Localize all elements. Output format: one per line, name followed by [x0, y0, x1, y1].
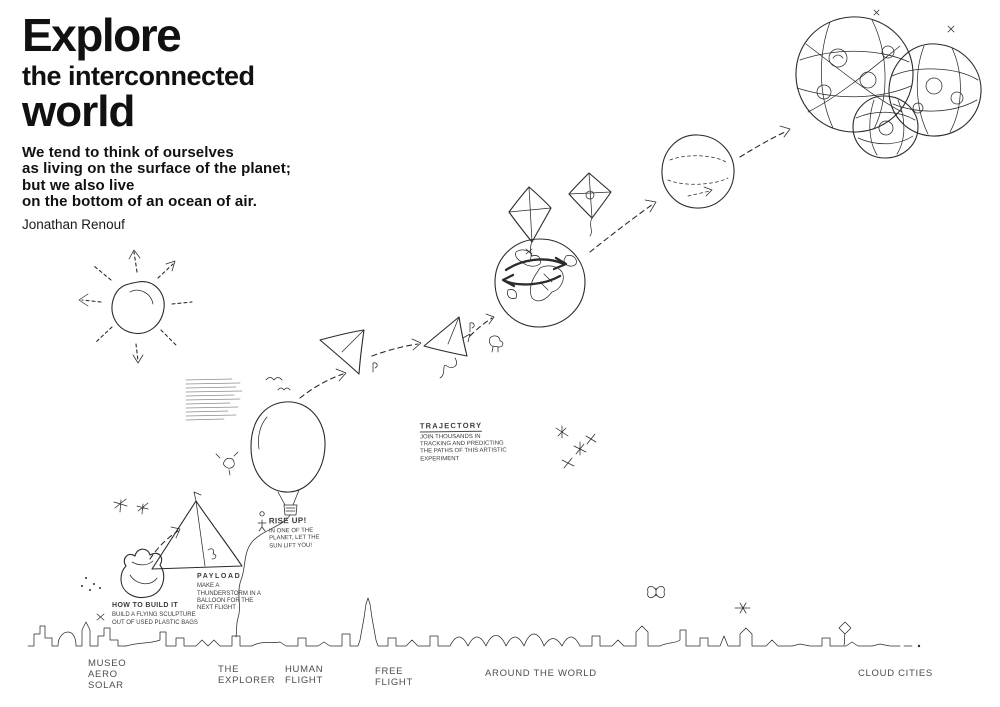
globe-sketch: [489, 238, 586, 353]
annotation-how-to-build: HOW TO BUILD IT BUILD A FLYING SCULPTURE…: [112, 602, 198, 627]
timeline-label-line: FLIGHT: [375, 677, 413, 689]
poster-title-line-3: world: [22, 87, 135, 137]
city-skyline-sketch: [27, 597, 921, 648]
poster-title-line-2: the interconnected: [22, 60, 255, 91]
timeline-label-line: AERO: [88, 669, 118, 681]
timeline-label-around-the-world: AROUND THE WORLD: [485, 668, 597, 679]
author-credit: Jonathan Renouf: [22, 217, 125, 232]
quote-line: We tend to think of ourselves: [22, 144, 234, 162]
annotation-rise-up-title: RISE UP!: [268, 515, 307, 526]
tetrahedron-kite-sketch: [151, 491, 243, 570]
timeline-label-line: THE: [218, 664, 240, 675]
annotation-payload: PAYLOAD MAKE A THUNDERSTORM IN A BALLOON…: [197, 573, 261, 612]
dashed-flight-path-arrows: [149, 125, 791, 560]
annotation-payload-body: MAKE A THUNDERSTORM IN A BALLOON FOR THE…: [197, 583, 261, 611]
timeline-label-museo-aero-solar: MUSEO AERO SOLAR: [88, 658, 126, 692]
timeline-label-line: AROUND THE WORLD: [485, 668, 597, 679]
intro-quote: We tend to think of ourselves as living …: [22, 145, 291, 210]
timeline-label-line: MUSEO: [88, 658, 127, 669]
timeline-label-cloud-cities: CLOUD CITIES: [858, 668, 933, 679]
poster-title-line-1: Explore: [22, 9, 182, 61]
timeline-label-line: FREE: [375, 666, 404, 677]
plastic-bag-sculpture-sketch: [120, 548, 165, 598]
annotation-trajectory: TRAJECTORY JOIN THOUSANDS IN TRACKING AN…: [419, 420, 508, 464]
balloon-sketch: [235, 401, 326, 638]
timeline-label-line: CLOUD CITIES: [858, 668, 933, 679]
small-doodles: [81, 322, 852, 646]
annotation-rise-up: RISE UP! IN ONE OF THE PLANET, LET THE S…: [269, 516, 326, 551]
quote-line: but we also live: [22, 176, 135, 194]
quote-line: on the bottom of an ocean of air.: [22, 192, 257, 210]
moon-sketch: [661, 134, 735, 209]
timeline-label-human-flight: HUMAN FLIGHT: [285, 664, 323, 686]
annotation-how-to-build-body: BUILD A FLYING SCULPTURE OUT OF USED PLA…: [112, 612, 198, 626]
illegible-handwritten-note: [185, 378, 243, 421]
paper-plane-sketch-2: [423, 316, 471, 379]
timeline-label-line: FLIGHT: [285, 675, 323, 687]
cloud-cities-sketch: [795, 9, 982, 159]
paper-plane-sketch-1: [319, 329, 365, 375]
quote-line: as living on the surface of the planet;: [22, 160, 291, 178]
title-block: Explore the interconnected world We tend…: [22, 12, 291, 232]
annotation-trajectory-title: TRAJECTORY: [419, 420, 483, 433]
timeline-label-free-flight: FREE FLIGHT: [375, 666, 413, 688]
timeline-label-line: EXPLORER: [218, 675, 276, 687]
annotation-payload-title: PAYLOAD: [197, 573, 242, 580]
sun-icon: [78, 249, 193, 364]
timeline-label-line: HUMAN: [285, 664, 324, 675]
timeline-label-the-explorer: THE EXPLORER: [218, 664, 275, 686]
annotation-trajectory-body: JOIN THOUSANDS IN TRACKING AND PREDICTIN…: [419, 433, 507, 463]
kite-icon-2: [568, 172, 612, 237]
annotation-rise-up-body: IN ONE OF THE PLANET, LET THE SUN LIFT Y…: [268, 527, 320, 550]
timeline-label-line: SOLAR: [88, 680, 124, 692]
kite-icon: [508, 186, 552, 263]
annotation-how-to-build-title: HOW TO BUILD IT: [112, 602, 179, 609]
